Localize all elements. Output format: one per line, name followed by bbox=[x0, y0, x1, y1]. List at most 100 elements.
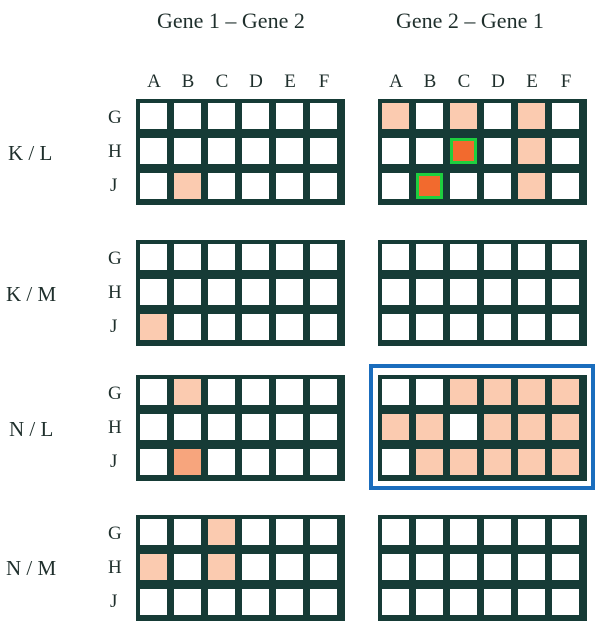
cell-j-b-medium bbox=[174, 449, 201, 475]
cell-g-c-light bbox=[208, 519, 235, 545]
cell-h-a-empty bbox=[382, 138, 409, 164]
cell-g-e-light bbox=[518, 103, 545, 129]
cell-g-a-empty bbox=[140, 103, 167, 129]
cell-g-a-empty bbox=[140, 519, 167, 545]
cell-h-a-light bbox=[382, 414, 409, 440]
cell-g-a-empty bbox=[382, 379, 409, 405]
cell-h-b-empty bbox=[174, 414, 201, 440]
left-col-letter-b: B bbox=[181, 71, 195, 92]
cell-j-c-empty bbox=[208, 314, 235, 340]
cell-g-b-empty bbox=[416, 103, 443, 129]
cell-h-a-empty bbox=[140, 138, 167, 164]
cell-j-c-empty bbox=[208, 449, 235, 475]
row-letter-j: J bbox=[110, 451, 118, 472]
cell-h-d-empty bbox=[484, 138, 511, 164]
cell-j-e-empty bbox=[276, 449, 303, 475]
cell-g-b-empty bbox=[174, 244, 201, 270]
grid-k-l-left bbox=[136, 99, 345, 205]
cell-j-f-empty bbox=[310, 449, 337, 475]
cell-h-d-light bbox=[484, 414, 511, 440]
cell-j-d-empty bbox=[242, 314, 269, 340]
cell-h-c-empty bbox=[450, 554, 477, 580]
cell-h-b-empty bbox=[174, 279, 201, 305]
cell-j-d-light bbox=[484, 449, 511, 475]
cell-h-d-empty bbox=[242, 138, 269, 164]
cell-g-a-empty bbox=[140, 244, 167, 270]
row-letter-j: J bbox=[110, 175, 118, 196]
cell-j-e-empty bbox=[276, 173, 303, 199]
cell-j-a-empty bbox=[140, 173, 167, 199]
row-letter-h: H bbox=[108, 282, 122, 303]
row-letter-h: H bbox=[108, 417, 122, 438]
cell-g-f-empty bbox=[552, 519, 579, 545]
cell-j-e-empty bbox=[518, 589, 545, 615]
cell-g-f-light bbox=[552, 379, 579, 405]
cell-g-a-empty bbox=[382, 519, 409, 545]
cell-g-b-empty bbox=[174, 103, 201, 129]
cell-j-f-empty bbox=[552, 173, 579, 199]
cell-h-b-light bbox=[416, 414, 443, 440]
cell-j-a-empty bbox=[382, 314, 409, 340]
left-col-letter-e: E bbox=[284, 71, 296, 92]
cell-j-e-empty bbox=[276, 589, 303, 615]
cell-h-a-empty bbox=[382, 554, 409, 580]
cell-j-d-empty bbox=[484, 173, 511, 199]
left-col-letter-d: D bbox=[249, 71, 263, 92]
cell-j-f-empty bbox=[310, 589, 337, 615]
cell-h-c-empty bbox=[208, 138, 235, 164]
cell-g-e-empty bbox=[276, 519, 303, 545]
right-col-letter-c: C bbox=[457, 71, 471, 92]
right-col-letter-e: E bbox=[526, 71, 538, 92]
cell-g-e-empty bbox=[276, 103, 303, 129]
row-letter-h: H bbox=[108, 557, 122, 578]
grid-k-m-left bbox=[136, 240, 345, 346]
cell-h-c-dark bbox=[450, 138, 477, 164]
cell-h-f-empty bbox=[310, 138, 337, 164]
cell-h-d-empty bbox=[484, 279, 511, 305]
row-letter-g: G bbox=[108, 107, 122, 128]
cell-j-e-empty bbox=[276, 314, 303, 340]
cell-j-d-empty bbox=[242, 449, 269, 475]
cell-g-c-empty bbox=[208, 379, 235, 405]
row-letter-j: J bbox=[110, 316, 118, 337]
right-col-letter-a: A bbox=[389, 71, 403, 92]
cell-j-f-empty bbox=[552, 314, 579, 340]
cell-g-b-empty bbox=[174, 519, 201, 545]
cell-h-f-empty bbox=[552, 554, 579, 580]
grid-n-l-left bbox=[136, 375, 345, 481]
cell-j-c-light bbox=[450, 449, 477, 475]
cell-g-c-empty bbox=[450, 244, 477, 270]
cell-j-c-empty bbox=[208, 173, 235, 199]
cell-j-a-empty bbox=[140, 589, 167, 615]
cell-h-f-empty bbox=[310, 414, 337, 440]
grid-k-l-right bbox=[378, 99, 587, 205]
cell-g-b-light bbox=[174, 379, 201, 405]
cell-h-f-light bbox=[552, 414, 579, 440]
cell-h-d-empty bbox=[484, 554, 511, 580]
cell-g-e-empty bbox=[276, 379, 303, 405]
cell-j-a-empty bbox=[140, 449, 167, 475]
cell-h-b-empty bbox=[174, 138, 201, 164]
cell-j-c-empty bbox=[450, 173, 477, 199]
right-col-letter-b: B bbox=[423, 71, 437, 92]
cell-g-d-empty bbox=[242, 379, 269, 405]
cell-g-b-empty bbox=[416, 519, 443, 545]
cell-j-c-empty bbox=[208, 589, 235, 615]
cell-j-f-light bbox=[552, 449, 579, 475]
cell-j-d-empty bbox=[242, 173, 269, 199]
cell-j-b-light bbox=[174, 173, 201, 199]
row-letter-h: H bbox=[108, 141, 122, 162]
cell-j-b-empty bbox=[174, 589, 201, 615]
cell-h-b-empty bbox=[416, 554, 443, 580]
cell-j-a-empty bbox=[382, 589, 409, 615]
cell-h-a-light bbox=[140, 554, 167, 580]
cell-j-c-empty bbox=[450, 314, 477, 340]
cell-j-b-empty bbox=[174, 314, 201, 340]
left-col-letter-f: F bbox=[318, 71, 330, 92]
cell-h-a-empty bbox=[140, 414, 167, 440]
cell-g-d-empty bbox=[484, 103, 511, 129]
cell-h-f-empty bbox=[310, 279, 337, 305]
cell-j-b-empty bbox=[416, 589, 443, 615]
cell-h-e-empty bbox=[276, 138, 303, 164]
cell-h-e-empty bbox=[518, 554, 545, 580]
